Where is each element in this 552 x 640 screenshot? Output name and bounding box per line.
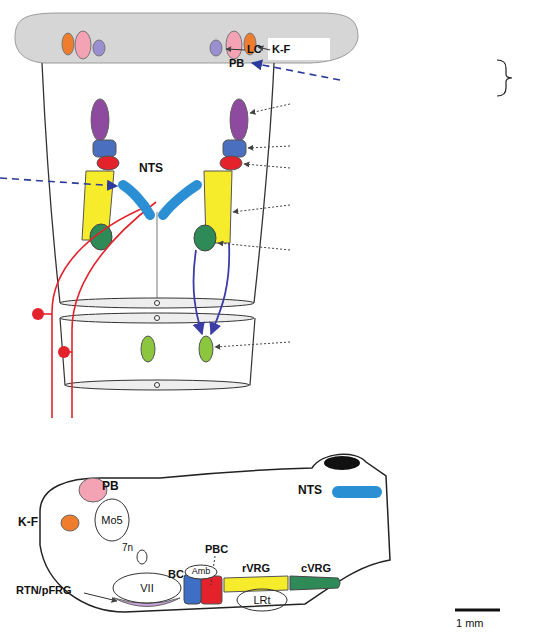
structure-label: LC: [247, 43, 262, 55]
botzinger-complex: [93, 140, 116, 157]
nts-nucleus-outline: [123, 185, 197, 215]
dotted-leader: [244, 164, 290, 168]
kf-nucleus: [62, 33, 74, 55]
nucleus-ambiguus: Amb: [184, 564, 218, 580]
lc-nucleus: [93, 40, 105, 56]
spinal-section: [65, 380, 249, 390]
node-label: K-F: [18, 516, 58, 529]
dashed-pointer: [252, 63, 340, 80]
node-label: Mo5: [94, 514, 130, 526]
facial-nucleus-outline: [113, 573, 181, 603]
node-label: VII: [112, 582, 182, 594]
ganglion-cell: [58, 346, 70, 358]
kf-nucleus-outline: [61, 515, 79, 531]
structure-label: K-F: [272, 43, 290, 55]
node-label: rVRG: [222, 562, 290, 574]
node-label: PB: [102, 480, 128, 493]
spinal-segment: [60, 318, 255, 385]
node-label: cVRG: [290, 562, 342, 574]
mo5-nucleus-outline: [95, 499, 129, 541]
structure-label: PBC: [205, 543, 228, 555]
structure-label: PB: [229, 57, 244, 69]
dotted-leader: [250, 104, 290, 113]
mo5-nucleus: Mo5: [94, 498, 130, 542]
lc-nucleus: [210, 40, 222, 56]
cvrg-column: cVRG: [290, 562, 342, 592]
bulbospinal-arrow: [211, 243, 229, 334]
central-canal: [155, 301, 160, 306]
node-label: BC: [168, 568, 188, 580]
structure-label: RTN/pFRG: [16, 584, 72, 596]
scale-label: 1 mm: [456, 617, 484, 629]
label-mask: [268, 38, 330, 60]
rtn-nucleus: [230, 99, 248, 141]
dotted-leader: [218, 243, 290, 250]
central-canal: [155, 316, 160, 321]
cvrg-column-outline: [290, 576, 340, 590]
cvrg-column: [194, 225, 216, 251]
medulla-outline: [42, 63, 60, 303]
leader-arrow: [84, 593, 117, 601]
facial-nucleus: VII: [112, 572, 182, 604]
leader-arrow: [226, 49, 245, 50]
kf-nucleus: K-F: [18, 512, 80, 534]
nts-nucleus: NTS: [298, 481, 384, 503]
dotted-leader: [233, 205, 290, 212]
pb-nucleus: [226, 31, 242, 59]
node-label: LRt: [236, 594, 288, 606]
midline: [157, 212, 158, 300]
botzinger-complex: [223, 140, 246, 157]
facial-nerve-outline: [137, 550, 147, 564]
phrenic-nucleus: [141, 336, 155, 362]
nucleus-ambiguus-outline: [185, 565, 217, 579]
afferent-fiber: [72, 202, 156, 418]
fourth-ventricle: [324, 456, 360, 470]
cerebellum-cap: [15, 13, 358, 63]
dashed-pointer: [0, 178, 117, 186]
lateral-reticular-nucleus-outline: [237, 589, 287, 611]
scale-bar: [455, 609, 500, 612]
nts-nucleus-outline: [332, 486, 382, 498]
ganglion-cell: [32, 308, 44, 320]
nerve-label: 7n: [122, 542, 133, 553]
rtn-nucleus: [91, 99, 109, 141]
dotted-leader: [248, 146, 290, 148]
medulla-outline: [254, 63, 274, 303]
medulla-section: [60, 298, 254, 308]
phrenic-nucleus: [199, 336, 213, 362]
pb-nucleus: [75, 31, 91, 59]
node-label: NTS: [298, 484, 332, 497]
bracket: [497, 60, 512, 96]
central-canal: [155, 383, 160, 388]
prebotzinger-complex: [97, 156, 119, 170]
bulbospinal-arrow: [194, 250, 202, 334]
dotted-leader: [215, 342, 290, 347]
lateral-reticular-nucleus: LRt: [236, 588, 288, 612]
node-label: NTS: [123, 162, 179, 175]
prebotzinger-complex: [220, 156, 242, 170]
afferent-fiber: [52, 206, 148, 418]
nts-nucleus: NTS: [115, 160, 205, 222]
section-outline: [40, 454, 390, 612]
spinal-section: [60, 313, 254, 323]
node-label: Amb: [184, 567, 218, 577]
